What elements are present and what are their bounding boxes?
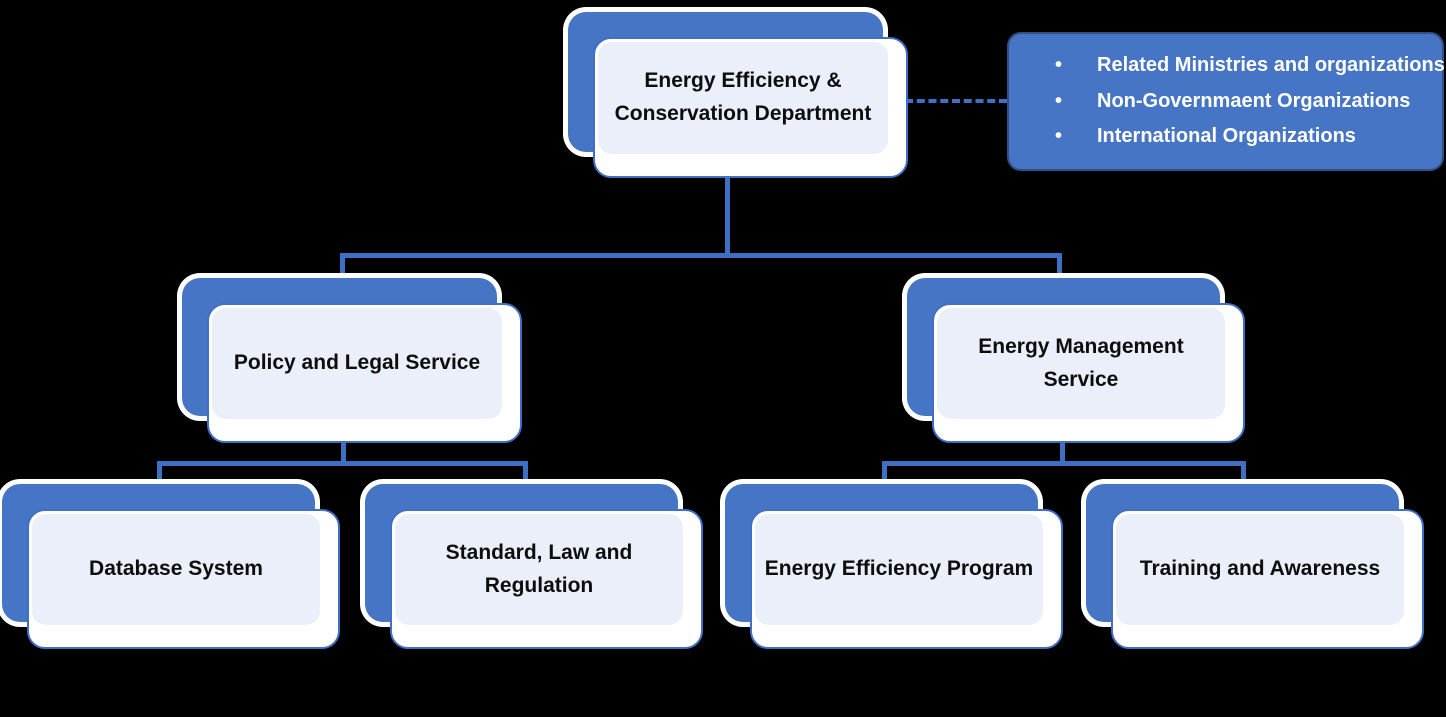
- connector-energy-children-bar: [882, 461, 1246, 466]
- node-label-line1: Standard, Law and: [445, 540, 633, 564]
- connector-drop-standard-law-and-regulation: [523, 461, 528, 494]
- stakeholders-listbox[interactable]: Related Ministries and organizations Non…: [1007, 32, 1445, 171]
- node-panel: Training and Awareness: [1116, 514, 1404, 625]
- node-label-line2: Conservation Department: [614, 102, 872, 125]
- node-panel: Energy Efficiency Program: [755, 514, 1043, 625]
- connector-level1-bar: [340, 253, 1062, 258]
- connector-policy-children-bar: [157, 461, 528, 466]
- list-item: International Organizations: [1055, 119, 1432, 155]
- node-panel: Policy and Legal Service: [212, 308, 502, 419]
- stakeholders-list: Related Ministries and organizations Non…: [1031, 48, 1445, 155]
- node-standard-law-and-regulation[interactable]: Standard, Law and Regulation: [365, 484, 705, 649]
- node-label-line2: Regulation: [484, 573, 594, 597]
- node-label-line1: Database System: [89, 557, 263, 581]
- connector-drop-energy-efficiency-program: [882, 461, 887, 494]
- node-label-line1: Training and Awareness: [1139, 557, 1381, 581]
- node-energy-efficiency-conservation-department[interactable]: Energy Efficiency & Conservation Departm…: [568, 12, 910, 178]
- node-label-line1: Energy Efficiency Program: [764, 557, 1034, 581]
- list-item: Non-Governmaent Organizations: [1055, 84, 1432, 120]
- node-label-line1: Policy and Legal Service: [233, 351, 481, 375]
- connector-stub-policy-and-legal-service: [341, 434, 346, 466]
- node-training-and-awareness[interactable]: Training and Awareness: [1086, 484, 1426, 649]
- connector-drop-policy-and-legal-service: [340, 253, 345, 288]
- list-item: Related Ministries and organizations: [1055, 48, 1445, 84]
- connector-drop-database-system: [157, 461, 162, 494]
- node-panel: Energy Efficiency & Conservation Departm…: [598, 42, 888, 154]
- node-energy-management-service[interactable]: Energy Management Service: [907, 278, 1247, 443]
- node-panel: Energy Management Service: [937, 308, 1225, 419]
- node-label-line2: Service: [1043, 367, 1119, 391]
- connector-drop-energy-management-service: [1057, 253, 1062, 288]
- connector-root-trunk: [725, 170, 730, 258]
- connector-stub-energy-management-service: [1060, 434, 1065, 466]
- node-policy-and-legal-service[interactable]: Policy and Legal Service: [182, 278, 524, 443]
- node-database-system[interactable]: Database System: [2, 484, 342, 649]
- node-panel: Standard, Law and Regulation: [395, 514, 683, 625]
- connector-drop-training-and-awareness: [1241, 461, 1246, 494]
- node-energy-efficiency-program[interactable]: Energy Efficiency Program: [725, 484, 1065, 649]
- node-panel: Database System: [32, 514, 320, 625]
- node-label-line1: Energy Management: [978, 334, 1184, 358]
- dashed-connector-root-to-stakeholders: [905, 99, 1007, 103]
- node-label-line1: Energy Efficiency &: [644, 69, 842, 93]
